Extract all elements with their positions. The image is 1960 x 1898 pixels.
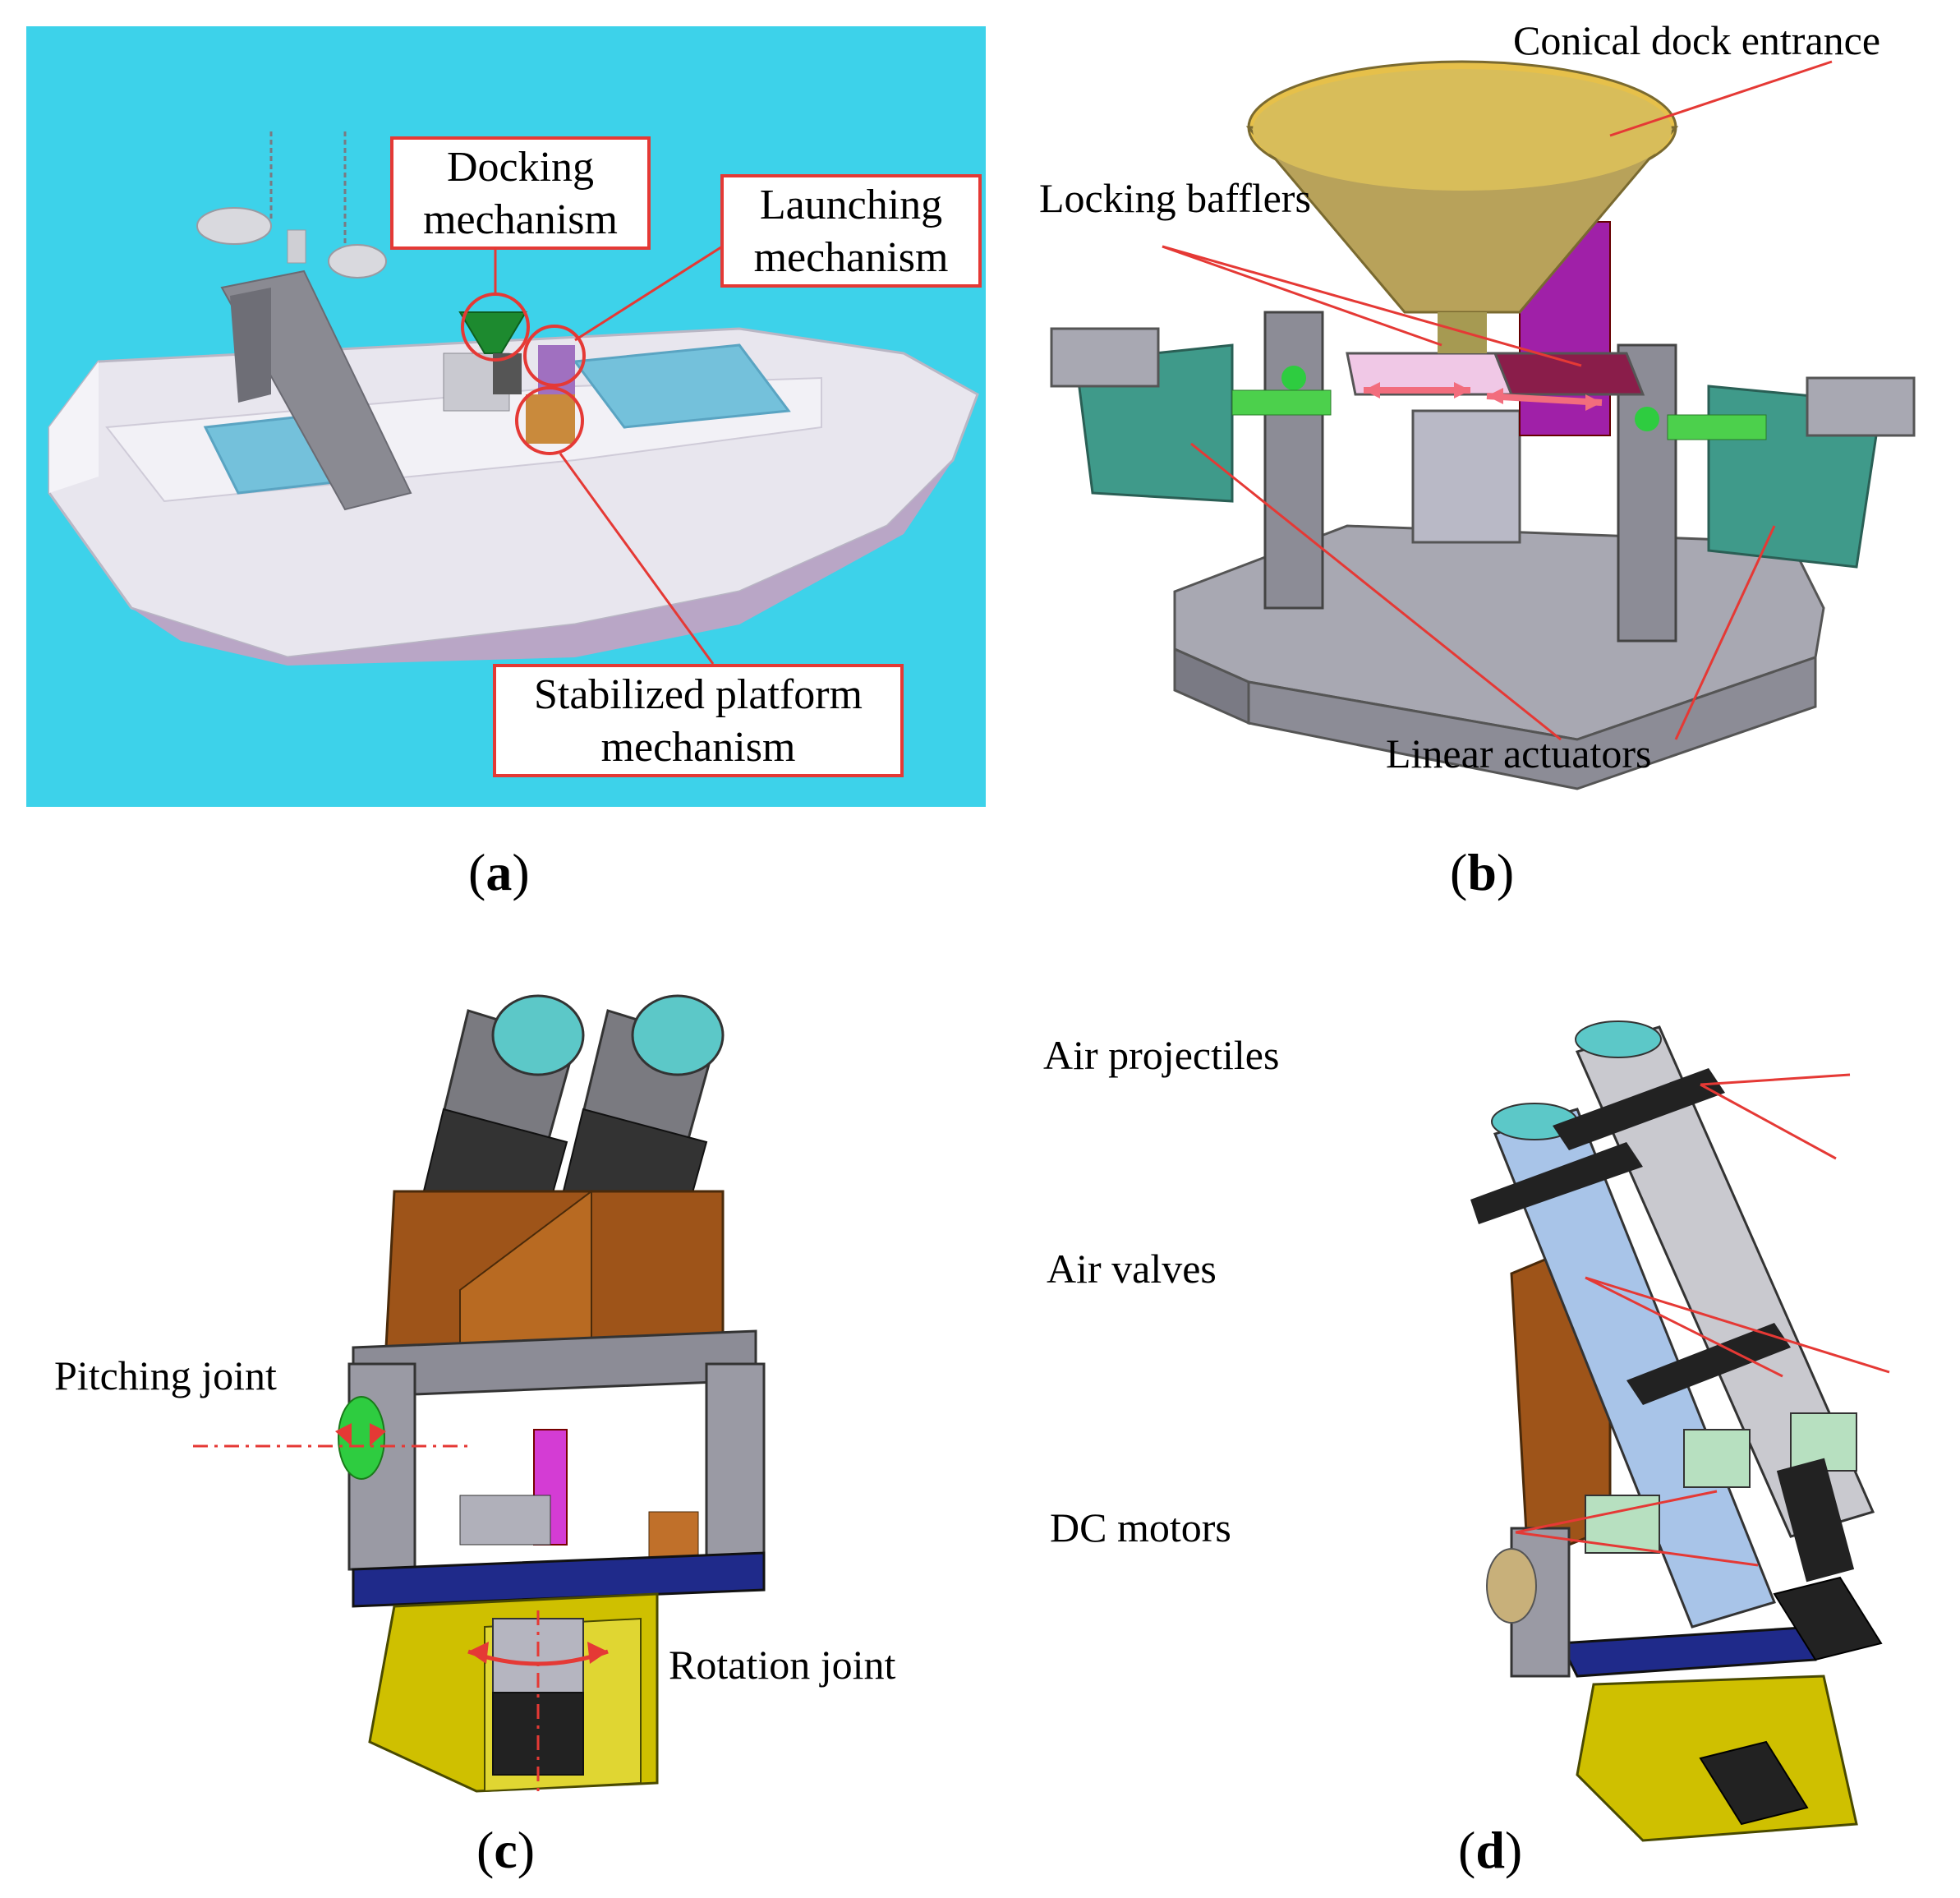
locking-baffler-right bbox=[1493, 352, 1645, 396]
launcher-illustration bbox=[1470, 1020, 1890, 1842]
valves-leader-1 bbox=[1585, 1276, 1783, 1378]
air-projectiles-label: Air projectiles bbox=[1043, 1032, 1280, 1078]
launching-circle bbox=[523, 325, 586, 387]
projectiles-leader-2 bbox=[1700, 1083, 1837, 1160]
dc-motors-label: DC motors bbox=[1050, 1504, 1231, 1550]
linear-leader-2 bbox=[1674, 525, 1776, 740]
panel-b-docking-mechanism: Conical dock entrance Locking bafflers L… bbox=[986, 0, 1960, 901]
panel-a-boat-overview: Docking mechanism Launching mechanism St… bbox=[0, 0, 986, 901]
panel-d-launching-mechanism: Air projectiles Air valves DC motors (d) bbox=[986, 920, 1960, 1898]
stabilized-platform-label: Stabilized platform mechanism bbox=[493, 664, 904, 777]
conical-dock-entrance-label: Conical dock entrance bbox=[1513, 17, 1881, 63]
caption-c: (c) bbox=[476, 1821, 536, 1879]
solar-panel-right bbox=[573, 343, 791, 429]
panel-c-stabilized-platform: Pitching joint Rotation joint (c) bbox=[0, 920, 986, 1898]
blue-plate-d bbox=[1558, 1625, 1817, 1678]
caption-b: (b) bbox=[1450, 843, 1515, 901]
pitching-arrow-right bbox=[370, 1423, 386, 1446]
air-valves-label: Air valves bbox=[1047, 1246, 1217, 1292]
launching-mechanism-label: Launching mechanism bbox=[720, 174, 982, 288]
dc-motor-2 bbox=[1699, 1740, 1809, 1826]
frame-right bbox=[705, 1362, 766, 1571]
pitching-joint-label: Pitching joint bbox=[54, 1352, 277, 1398]
pitching-joint-disc bbox=[338, 1396, 385, 1480]
locking-leader-2 bbox=[1162, 245, 1582, 367]
stabilized-circle bbox=[515, 386, 584, 455]
linear-actuators-label: Linear actuators bbox=[1386, 730, 1652, 776]
dc-motor-1 bbox=[1773, 1576, 1883, 1661]
locking-bafflers-label: Locking bafflers bbox=[1039, 175, 1311, 221]
pitching-arrow-left bbox=[335, 1423, 352, 1446]
projectiles-leader-1 bbox=[1700, 1073, 1851, 1086]
air-valve-left bbox=[1683, 1429, 1751, 1488]
conical-leader bbox=[1609, 60, 1833, 137]
launching-leader bbox=[574, 237, 736, 342]
docking-mechanism-label: Docking mechanism bbox=[390, 136, 651, 250]
docking-illustration bbox=[1050, 60, 1916, 790]
rotation-joint-label: Rotation joint bbox=[669, 1642, 896, 1688]
linear-leader-1 bbox=[1190, 442, 1562, 741]
locking-leader-1 bbox=[1162, 245, 1442, 347]
baffler-arrow-right bbox=[1486, 393, 1603, 406]
caption-d: (d) bbox=[1458, 1821, 1523, 1879]
motors-leader-1 bbox=[1515, 1490, 1718, 1534]
motors-leader-2 bbox=[1515, 1531, 1759, 1567]
post-left bbox=[1263, 311, 1324, 610]
stabilized-leader bbox=[559, 453, 715, 665]
central-column bbox=[1411, 409, 1521, 544]
valves-leader-2 bbox=[1585, 1276, 1890, 1374]
platform-illustration bbox=[193, 994, 766, 1793]
blue-base-plate bbox=[352, 1551, 766, 1608]
caption-a: (a) bbox=[468, 843, 530, 901]
boat-mast bbox=[196, 131, 412, 511]
